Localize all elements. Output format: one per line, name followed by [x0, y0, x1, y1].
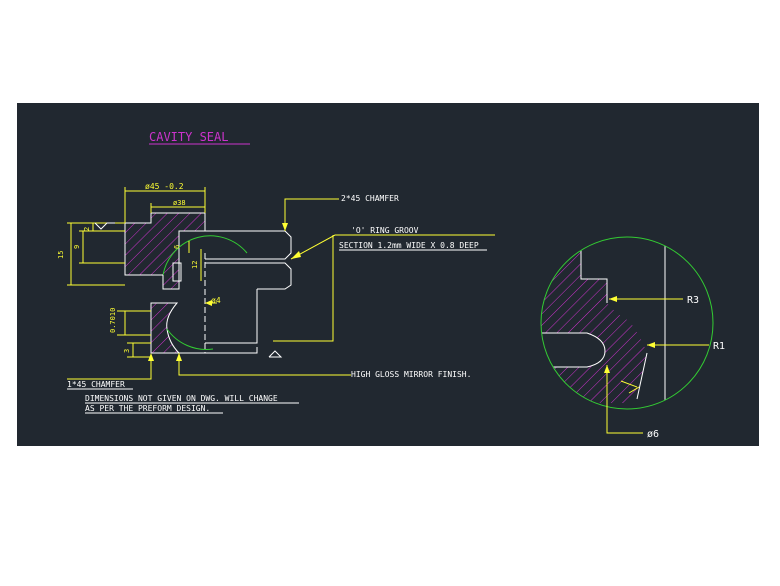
surface-finish-symbol-bottom	[268, 350, 283, 358]
dimensions-main	[67, 187, 495, 380]
hatch-lower-body	[150, 302, 181, 354]
arrow-d4	[205, 300, 212, 306]
arrow-mirror	[176, 353, 182, 361]
detail-circle-main	[162, 235, 248, 276]
cad-drawing-canvas[interactable]: CAVITY SEAL	[17, 103, 759, 446]
arrow-chamfer-top	[282, 223, 288, 231]
arrow-groove	[291, 251, 301, 259]
detail-slot	[541, 332, 606, 368]
outline-lower	[205, 289, 258, 344]
dim-07010: 0.7010	[109, 308, 117, 333]
surface-finish-symbol-top	[94, 222, 115, 230]
outline-groove	[205, 262, 292, 290]
dim-r1: R1	[713, 341, 725, 352]
detail-view: R3 R1 ø6	[540, 236, 725, 440]
note-dimensions-2: AS PER THE PREFORM DESIGN.	[85, 404, 210, 413]
arrow-chamfer-bottom	[148, 353, 154, 361]
detail-hatch-region	[541, 243, 647, 403]
detail-taper	[636, 352, 648, 400]
detail-dimensions	[606, 298, 709, 434]
drawing-title: CAVITY SEAL	[149, 130, 228, 144]
arrow-r3	[609, 296, 617, 302]
detail-circle-main-lower	[166, 328, 214, 350]
note-oring-2: SECTION 1.2mm WIDE X 0.8 DEEP	[339, 241, 479, 250]
dim-3: 3	[123, 349, 131, 353]
arrow-d6	[604, 365, 610, 373]
hatch-upper-body	[124, 212, 206, 290]
dim-9: 9	[73, 245, 81, 249]
detail-circle	[540, 236, 714, 410]
dim-6: 6	[173, 245, 181, 249]
dim-12: 12	[191, 261, 199, 269]
note-chamfer-top: 2*45 CHAMFER	[341, 194, 399, 203]
dim-r3: R3	[687, 295, 699, 306]
dim-d38: ø38	[173, 199, 186, 207]
small-insert	[172, 262, 182, 282]
drawing-svg: CAVITY SEAL	[57, 130, 725, 440]
dim-d4: ø4	[211, 296, 221, 305]
outline-top	[124, 223, 163, 276]
main-section-view: ø45 -0.2 ø38 15 9 2 6 12 ø4 0.7010 3	[57, 182, 495, 380]
note-dimensions-1: DIMENSIONS NOT GIVEN ON DWG. WILL CHANGE	[85, 394, 278, 403]
dim-d6: ø6	[647, 429, 659, 440]
note-chamfer-bottom: 1*45 CHAMFER	[67, 380, 125, 389]
note-mirror-finish: HIGH GLOSS MIRROR FINISH.	[351, 370, 471, 379]
outline-flange	[151, 212, 292, 260]
outline-bottom	[150, 303, 258, 354]
dim-d45: ø45 -0.2	[145, 182, 184, 191]
dim-2: 2	[83, 227, 91, 231]
note-oring-1: 'O' RING GROOV	[351, 226, 419, 235]
detail-outline	[580, 243, 608, 303]
dim-15: 15	[57, 251, 65, 259]
arrow-r1	[647, 342, 655, 348]
